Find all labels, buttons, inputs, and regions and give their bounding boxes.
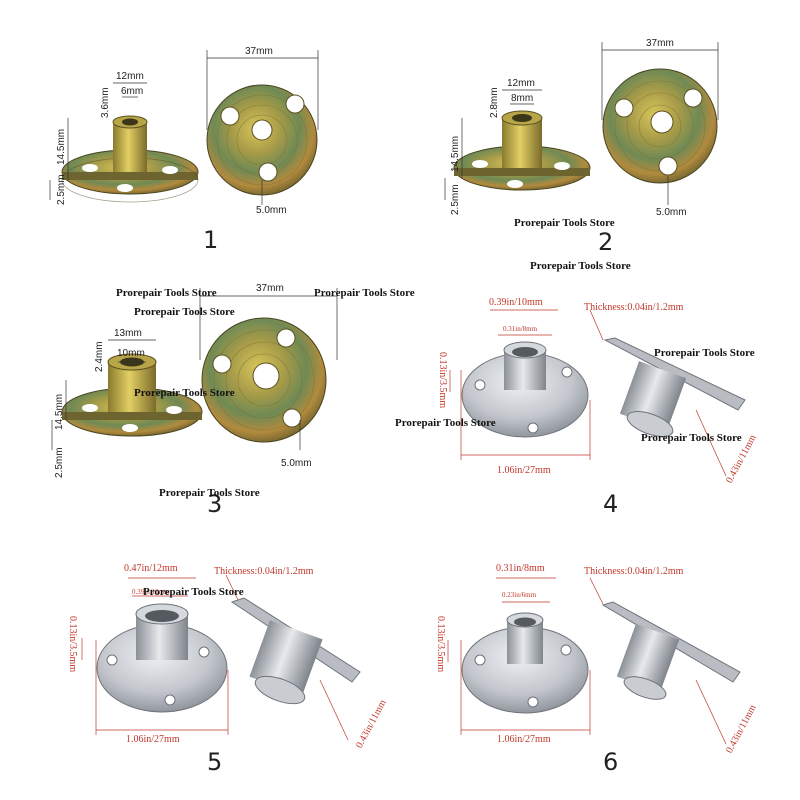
panel-1-dimension-lines: [49, 50, 319, 205]
panel-2-flange-thickness: 2.5mm: [450, 184, 461, 215]
panel-4-thickness: Thickness:0.04in/1.2mm: [584, 302, 684, 313]
panel-2-flange-width: 12mm: [507, 78, 535, 89]
panel-6-number: 6: [603, 748, 619, 776]
panel-2-thread: 8mm: [511, 93, 534, 104]
panel-5-thickness: Thickness:0.04in/1.2mm: [214, 566, 314, 577]
panel-6-front-view: [461, 612, 589, 714]
watermark: Prorepair Tools Store: [314, 287, 415, 299]
panel-5-dimension-lines: [81, 574, 349, 741]
panel-3-number: 3: [207, 490, 223, 518]
panel-5-number: 5: [207, 748, 223, 776]
panel-6-side-view: [601, 601, 741, 700]
panel-3-dimension-lines: [51, 288, 338, 450]
panel-2-dimension-lines: [444, 42, 719, 205]
panel-6-height-small: 0.13in/3.5mm: [435, 616, 446, 673]
panel-1-hole: 5.0mm: [256, 205, 287, 216]
panel-1-flange-thickness: 2.5mm: [56, 174, 67, 205]
panel-5-front-view: [96, 603, 228, 713]
watermark: Prorepair Tools Store: [116, 287, 217, 299]
panel-3-flange-thickness: 2.5mm: [54, 447, 65, 478]
panel-4-front-view: [461, 341, 589, 438]
panel-2-wall: 2.8mm: [489, 87, 500, 118]
panel-5-flange-diameter: 1.06in/27mm: [126, 734, 180, 745]
panel-3-height: 14.5mm: [54, 393, 65, 430]
panel-1-height: 14.5mm: [56, 128, 67, 165]
watermark: Prorepair Tools Store: [654, 347, 755, 359]
panel-1-flange-width: 12mm: [116, 71, 144, 82]
panel-3-top-view: [201, 317, 327, 443]
panel-3-flange-width: 13mm: [114, 328, 142, 339]
panel-4-dimension-lines: [449, 309, 727, 477]
panel-5-thread: 0.39in/10mm: [132, 588, 170, 596]
watermark: Prorepair Tools Store: [530, 260, 631, 272]
panel-4-side-view: [603, 337, 746, 437]
panel-3-side-view: [61, 353, 203, 437]
panel-1-number: 1: [203, 226, 219, 254]
panel-4-barrel-outer: 0.39in/10mm: [489, 297, 543, 308]
watermark: Prorepair Tools Store: [641, 432, 742, 444]
panel-6-dimension-lines: [447, 577, 727, 745]
panel-6-thread: 0.23in/6mm: [502, 591, 537, 599]
panel-1-side-view: [61, 115, 199, 203]
watermark: Prorepair Tools Store: [395, 417, 496, 429]
panel-1-thread: 6mm: [121, 86, 144, 97]
panel-3-thread: 10mm: [117, 348, 145, 359]
watermark: Prorepair Tools Store: [143, 586, 244, 598]
panel-4-flange-diameter: 1.06in/27mm: [497, 465, 551, 476]
panel-6-flange-diameter: 1.06in/27mm: [497, 734, 551, 745]
panel-5-barrel-outer: 0.47in/12mm: [124, 563, 178, 574]
watermark: Prorepair Tools Store: [134, 387, 235, 399]
panel-2-top-view: [602, 68, 718, 184]
panel-6-barrel-outer: 0.31in/8mm: [496, 563, 545, 574]
panel-2-hole: 5.0mm: [656, 207, 687, 218]
watermark: Prorepair Tools Store: [134, 306, 235, 318]
panel-4-height-small: 0.13in/3.5mm: [437, 352, 448, 409]
panel-5-height-small: 0.13in/3.5mm: [67, 616, 78, 673]
panel-3-wall: 2.4mm: [94, 341, 105, 372]
panel-1-wall: 3.6mm: [100, 87, 111, 118]
panel-4-number: 4: [603, 490, 619, 518]
panel-2-number: 2: [598, 228, 614, 256]
panel-5-side-view: [230, 597, 361, 705]
watermark: Prorepair Tools Store: [514, 217, 615, 229]
panel-2-side-view: [453, 110, 591, 191]
panel-2-height: 14.5mm: [450, 135, 461, 172]
panel-3-hole: 5.0mm: [281, 458, 312, 469]
panel-2-outer-diameter: 37mm: [646, 38, 674, 49]
panel-6-thickness: Thickness:0.04in/1.2mm: [584, 566, 684, 577]
watermark: Prorepair Tools Store: [159, 487, 260, 499]
panel-1-outer-diameter: 37mm: [245, 46, 273, 57]
panel-1-top-view: [206, 84, 318, 196]
panel-3-outer-diameter: 37mm: [256, 283, 284, 294]
panel-4-thread: 0.31in/8mm: [503, 325, 538, 333]
